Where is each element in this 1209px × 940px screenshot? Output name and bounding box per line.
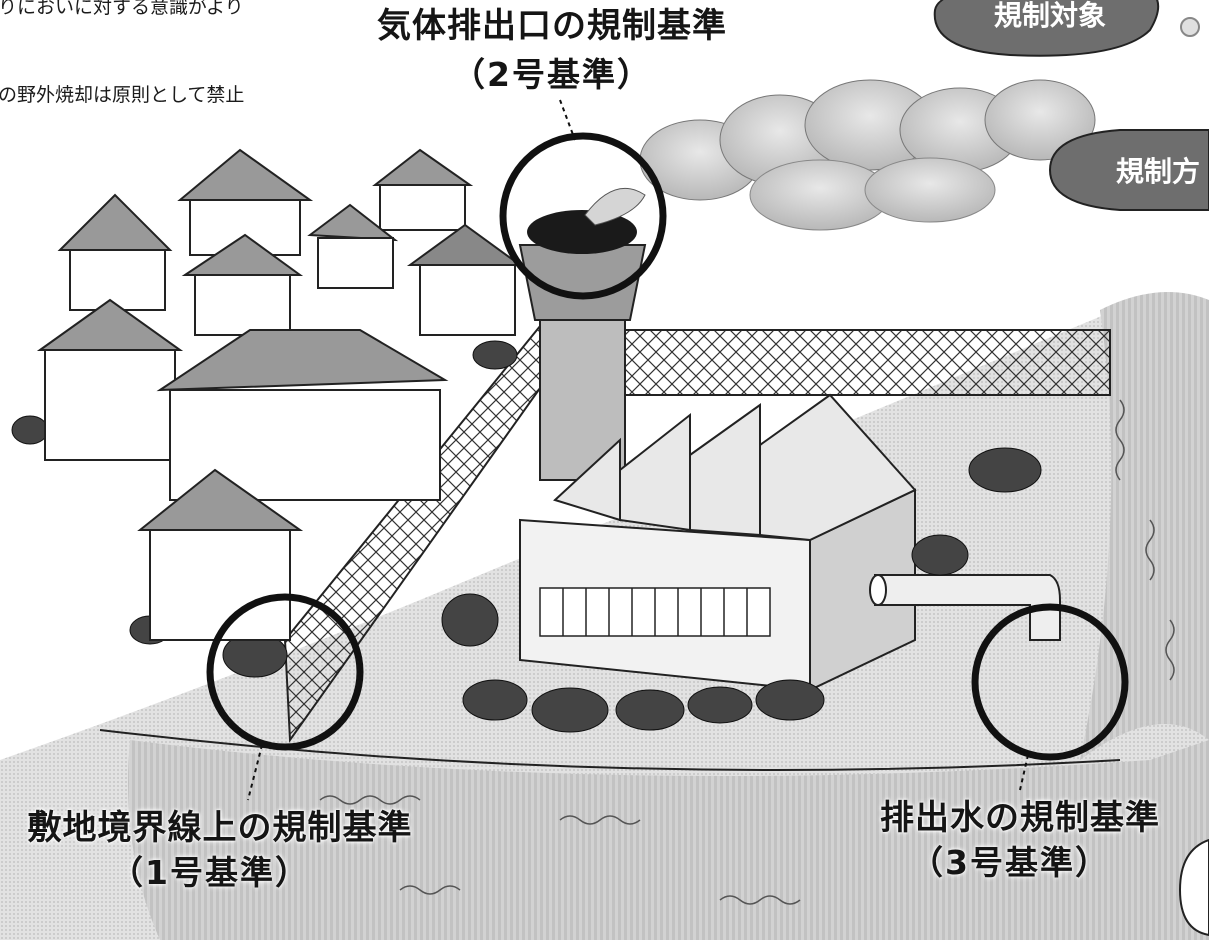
boundary-standard-title: 敷地境界線上の規制基準 bbox=[27, 808, 413, 848]
intro-line-1: りにおいに対する意識がより bbox=[0, 0, 244, 18]
regulation-method-badge[interactable]: 規制方 bbox=[1115, 155, 1200, 188]
stack-standard-sub: （2号基準） bbox=[452, 55, 652, 94]
smoke-cloud bbox=[639, 79, 1096, 231]
houses bbox=[36, 148, 524, 641]
highlight-circles bbox=[206, 132, 1129, 761]
regulation-target-badge[interactable]: 規制対象 bbox=[993, 0, 1106, 32]
water-waves bbox=[319, 399, 1175, 905]
river-band bbox=[128, 740, 1209, 940]
water-standard-sub: （3号基準） bbox=[910, 843, 1110, 882]
intro-line-2: の野外焼却は原則として禁止 bbox=[0, 84, 245, 106]
back-fence bbox=[619, 329, 1111, 396]
water-standard-title: 排出水の規制基準 bbox=[880, 798, 1160, 838]
drain-pipe bbox=[874, 574, 1061, 641]
stack-standard-title: 気体排出口の規制基準 bbox=[377, 6, 727, 46]
factory-building bbox=[519, 393, 917, 692]
boundary-standard-sub: （1号基準） bbox=[110, 853, 310, 892]
side-badge-shapes bbox=[933, 0, 1209, 937]
shrubs bbox=[11, 340, 1042, 733]
leader-lines bbox=[247, 99, 1029, 801]
